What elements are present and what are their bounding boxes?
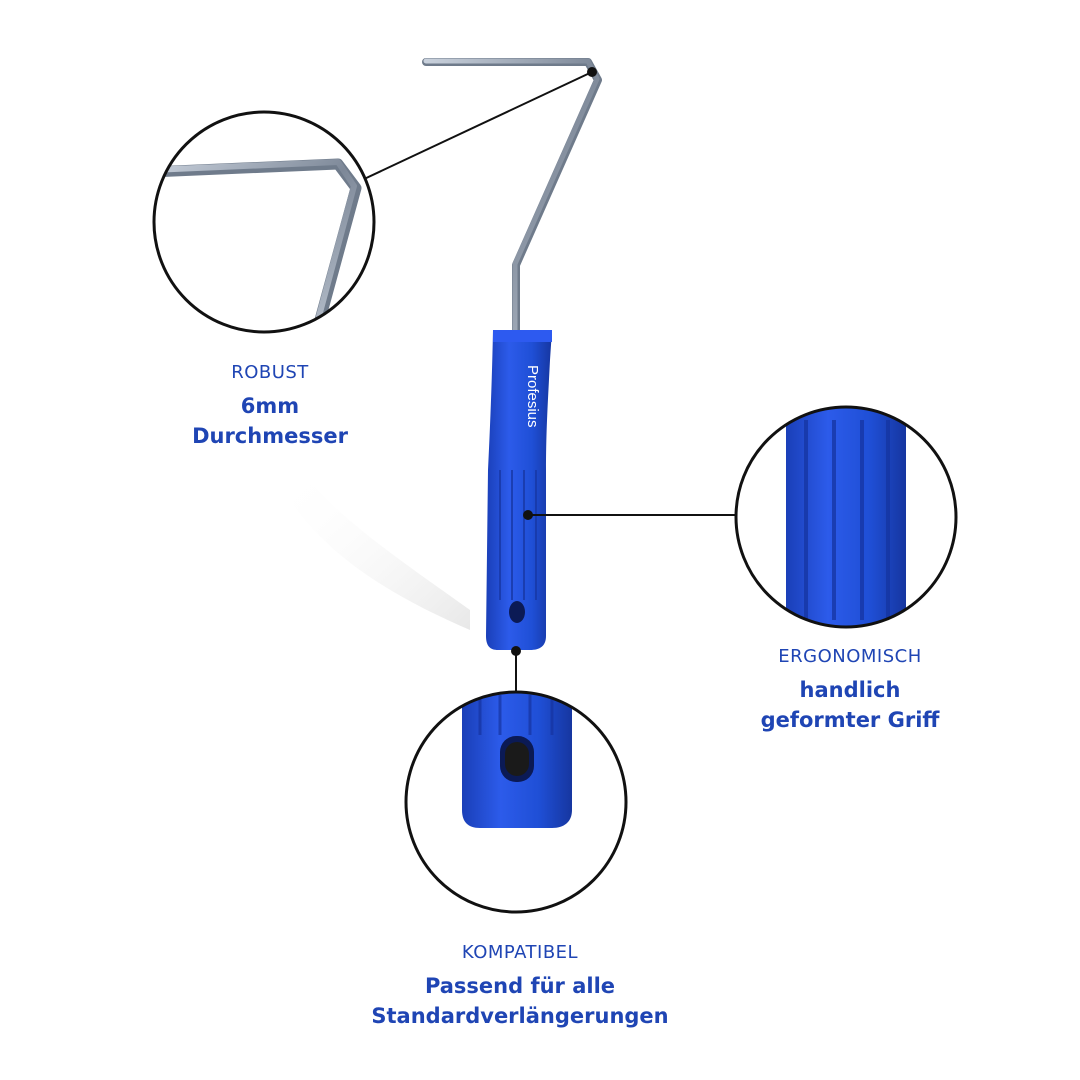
callout-robust-line1: 6mm — [240, 394, 300, 418]
callout-ergonomic: ERGONOMISCH handlich geformter Griff — [700, 646, 1000, 735]
callout-compatible-eyebrow: KOMPATIBEL — [461, 942, 579, 963]
roller-handle — [486, 330, 552, 650]
callout-ergonomic-eyebrow: ERGONOMISCH — [778, 646, 922, 667]
callout-robust-eyebrow: ROBUST — [231, 362, 309, 383]
wire-frame — [422, 58, 602, 336]
dot-ergonomic — [523, 510, 533, 520]
callout-robust: ROBUST 6mm Durchmesser — [150, 362, 390, 451]
leader-robust — [361, 71, 593, 181]
dot-robust — [587, 67, 597, 77]
brand-label: Profesius — [524, 365, 541, 428]
callout-ergonomic-line1: handlich — [799, 678, 901, 702]
callout-robust-line2: Durchmesser — [192, 424, 348, 448]
callout-leaders — [361, 67, 737, 692]
zoom-handle-end — [404, 690, 628, 914]
dot-compatible — [511, 646, 521, 656]
callout-compatible-line2: Standardverlängerungen — [371, 1004, 669, 1028]
zoom-wire-bend — [152, 110, 376, 334]
callout-ergonomic-line2: geformter Griff — [760, 708, 940, 732]
callout-compatible-line1: Passend für alle — [424, 974, 616, 998]
product-shadow — [290, 470, 470, 630]
callout-compatible: KOMPATIBEL Passend für alle Standardverl… — [310, 942, 730, 1031]
hang-hole — [509, 601, 525, 623]
grip-ribs — [499, 470, 537, 600]
zoom-grip — [734, 405, 958, 629]
